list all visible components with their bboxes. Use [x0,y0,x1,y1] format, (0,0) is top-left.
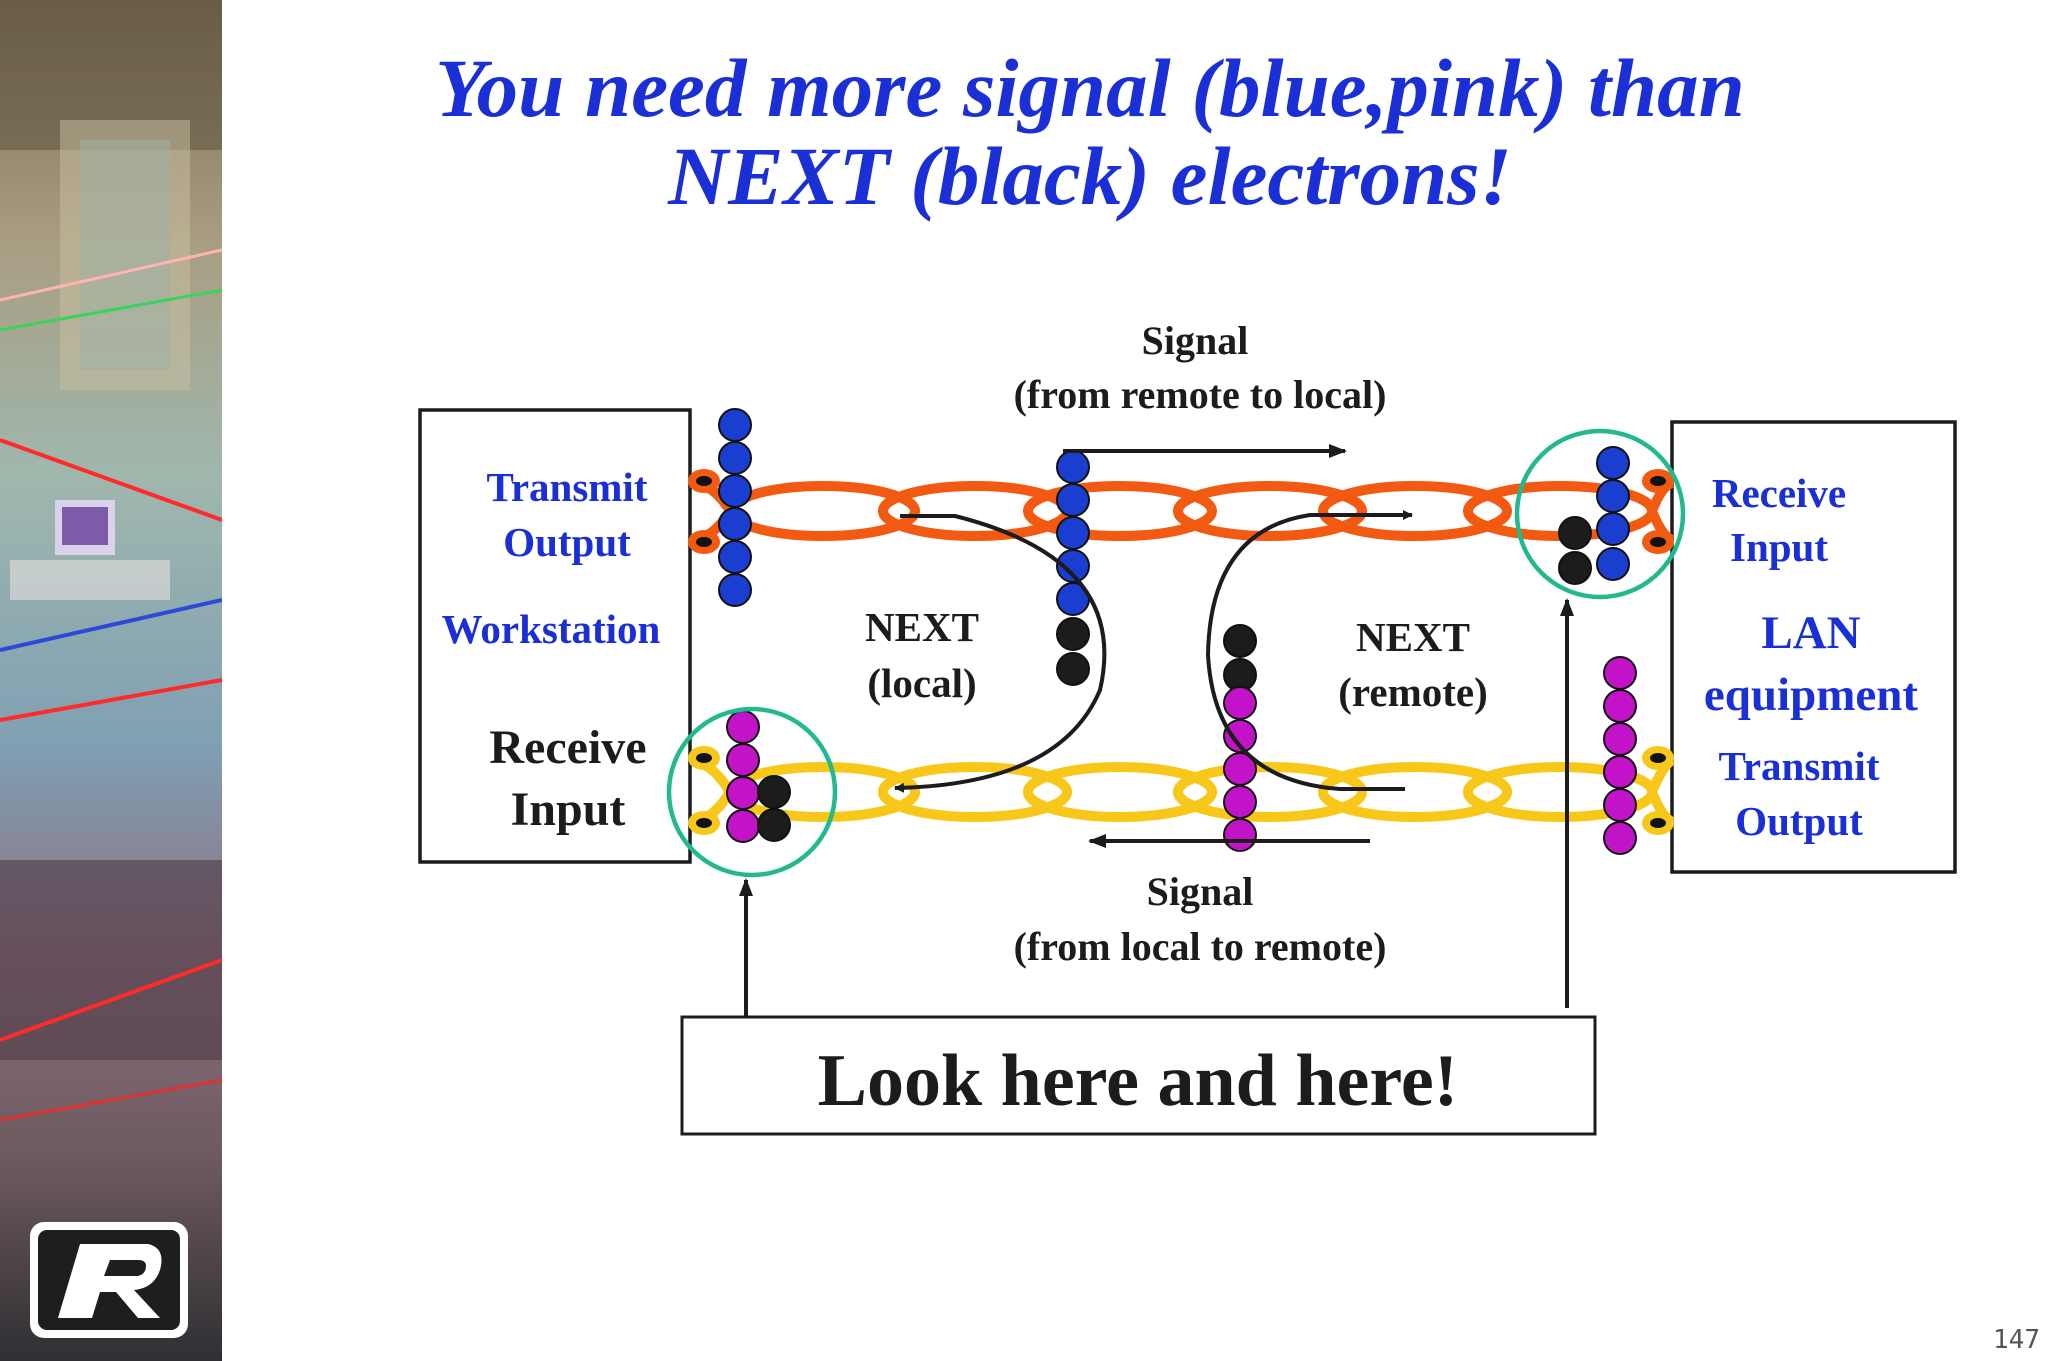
signal-top-label-1: Signal [1142,318,1249,363]
lan-transmit-label-2: Output [1735,798,1863,844]
electron-stack-top-signal [1056,450,1090,686]
title-line-2: NEXT (black) electrons! [668,130,1512,222]
workstation-receive-label-1: Receive [489,721,646,774]
lan-receive-label-1: Receive [1712,470,1846,516]
signal-bottom-label-1: Signal [1147,869,1254,914]
lan-name-label-2: equipment [1704,669,1918,721]
next-local-arrow [894,514,1107,793]
page-number: 147 [1993,1325,2040,1355]
highlight-circle-lan-receive [1514,428,1686,600]
callout-box [680,1015,1597,1136]
callout-text: Look here and here! [818,1040,1459,1122]
slide-title: You need more signal (blue,pink) than NE… [300,44,1880,220]
title-line-1: You need more signal (blue,pink) than [435,42,1745,134]
highlight-circle-workstation-receive [666,706,838,878]
lan-name-label-1: LAN [1761,607,1860,659]
yellow-twisted-pair [690,755,1676,827]
workstation-receive-label-2: Input [511,783,626,836]
lan-equipment-box [1670,420,1957,874]
electron-stack-lan-transmit [1603,656,1637,855]
sidebar-decoration [0,0,222,1361]
workstation-transmit-label-2: Output [503,519,631,565]
orange-twisted-pair [690,478,1675,545]
signal-bottom-label-2: (from local to remote) [1014,924,1387,969]
electron-stack-workstation-transmit [718,408,752,607]
workstation-box [418,408,692,864]
workstation-transmit-label-1: Transmit [487,464,648,510]
workstation-name-label: Workstation [442,606,661,652]
lan-transmit-label-1: Transmit [1719,743,1880,789]
electron-stack-lan-receive [1558,446,1630,585]
r-logo-icon [30,1222,188,1338]
next-local-label-2: (local) [867,660,976,706]
next-remote-arrow [1205,510,1413,791]
next-remote-label-2: (remote) [1338,669,1487,715]
electron-stack-workstation-receive [726,710,791,843]
signal-top-label-2: (from remote to local) [1014,372,1387,417]
terminal-contacts [688,469,1674,835]
next-local-label-1: NEXT [865,604,979,650]
lan-receive-label-2: Input [1730,524,1828,570]
next-remote-label-1: NEXT [1356,614,1470,660]
